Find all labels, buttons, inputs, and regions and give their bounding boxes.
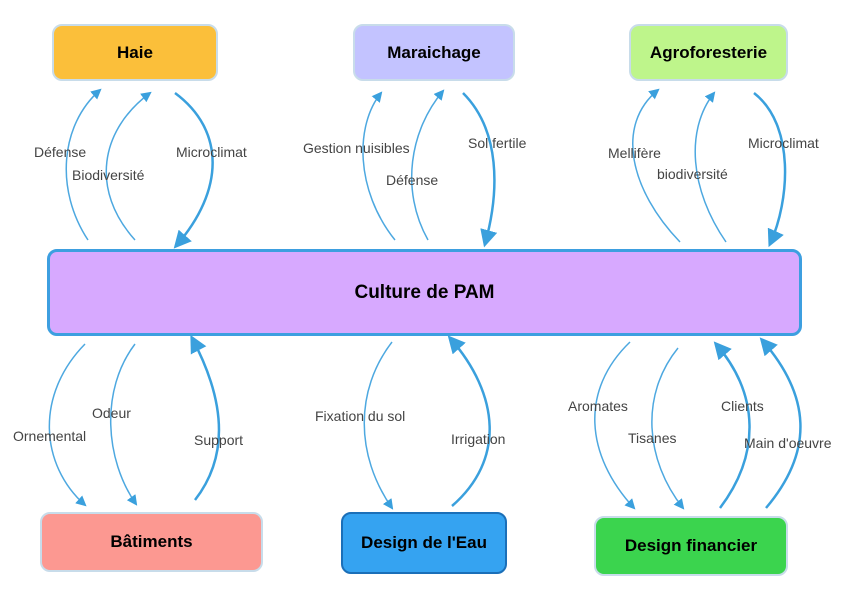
label-fixation-sol: Fixation du sol — [315, 408, 405, 424]
edge-clients — [713, 341, 751, 509]
label-microclimat-agro: Microclimat — [748, 135, 819, 151]
node-culture-de-pam[interactable]: Culture de PAM — [47, 249, 802, 336]
node-design-de-l-eau[interactable]: Design de l'Eau — [341, 512, 507, 574]
edge-mellifere — [632, 88, 681, 243]
label-support: Support — [194, 432, 243, 448]
node-design-financier[interactable]: Design financier — [594, 516, 788, 576]
label-irrigation: Irrigation — [451, 431, 505, 447]
edge-main-oeuvre — [759, 337, 802, 509]
node-agroforesterie-label: Agroforesterie — [649, 42, 768, 62]
node-haie-label: Haie — [117, 42, 153, 62]
edge-aromates — [594, 341, 636, 510]
edge-fixation-sol — [363, 341, 394, 510]
edge-odeur — [110, 343, 138, 506]
label-clients: Clients — [721, 398, 764, 414]
label-defense-maraichage: Défense — [386, 172, 438, 188]
label-defense-haie: Défense — [34, 144, 86, 160]
label-ornemental: Ornemental — [13, 428, 86, 444]
label-gestion-nuisibles: Gestion nuisibles — [303, 140, 410, 156]
label-main-oeuvre: Main d'oeuvre — [744, 435, 832, 451]
edge-gestion-nuisibles — [362, 91, 396, 241]
edge-microclimat-agro — [753, 92, 787, 248]
label-mellifere: Mellifère — [608, 145, 661, 161]
node-culture-de-pam-label: Culture de PAM — [354, 281, 495, 303]
edge-support — [190, 334, 221, 501]
edge-biodiversite-haie — [105, 91, 152, 241]
node-design-de-l-eau-label: Design de l'Eau — [361, 533, 487, 552]
node-haie[interactable]: Haie — [52, 24, 218, 81]
edge-tisanes — [651, 347, 685, 510]
edge-irrigation — [447, 335, 491, 507]
label-biodiversite-haie: Biodiversité — [72, 167, 145, 183]
edge-ornemental — [48, 343, 87, 507]
node-maraichage[interactable]: Maraichage — [353, 24, 515, 81]
node-batiments-label: Bâtiments — [110, 532, 193, 551]
edge-defense-haie — [65, 88, 102, 241]
edge-sol-fertile — [462, 92, 498, 248]
label-aromates: Aromates — [568, 398, 628, 414]
node-maraichage-label: Maraichage — [387, 42, 481, 62]
edge-microclimat-haie — [173, 91, 214, 249]
node-batiments[interactable]: Bâtiments — [40, 512, 263, 572]
edge-defense-maraichage — [411, 89, 445, 241]
node-design-financier-label: Design financier — [624, 536, 758, 555]
label-sol-fertile: Sol fertile — [468, 135, 527, 151]
label-tisanes: Tisanes — [628, 430, 677, 446]
label-biodiversite-agro: biodiversité — [657, 166, 728, 182]
node-agroforesterie[interactable]: Agroforesterie — [629, 24, 788, 81]
label-odeur: Odeur — [92, 405, 131, 421]
edge-biodiversite-agro — [694, 91, 727, 243]
label-microclimat-haie: Microclimat — [176, 144, 247, 160]
